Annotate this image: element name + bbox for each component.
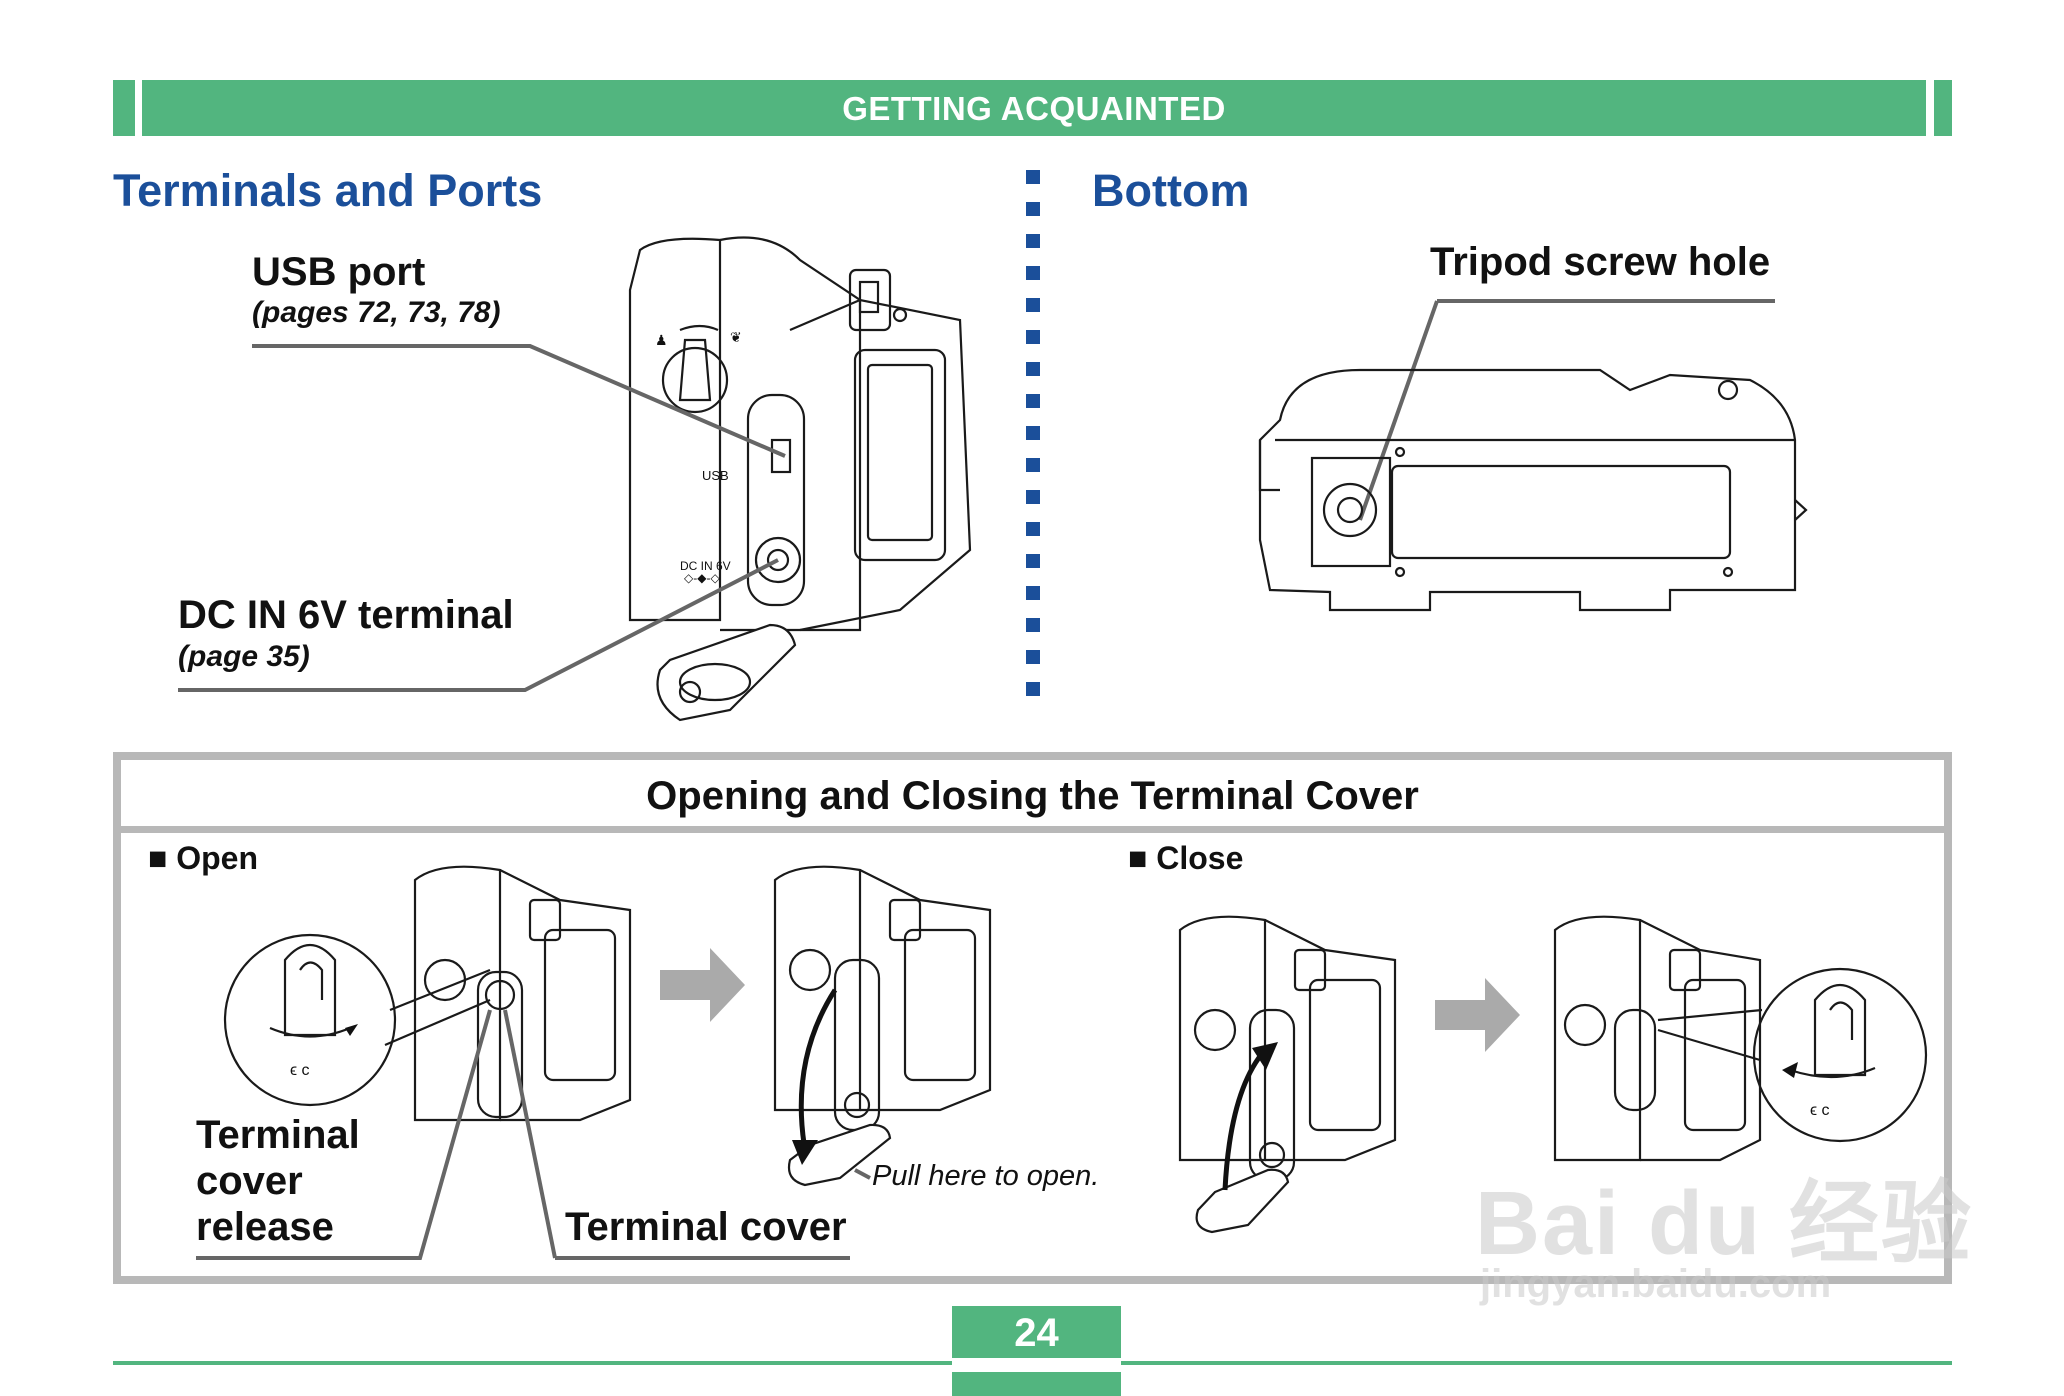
- camera-bottom-illustration: [1258, 368, 1808, 612]
- square-bullet-icon: ■: [148, 840, 168, 876]
- page-number-tab-lower: [952, 1372, 1121, 1396]
- camera-side-illustration: ♟ ❦ USB DC IN 6V ◇-◆-◇: [628, 236, 972, 722]
- watermark-url: jingyan.baidu.com: [1480, 1262, 1832, 1306]
- section-title-bottom: Bottom: [1092, 165, 1250, 216]
- dc-device-label: DC IN 6V: [680, 559, 731, 573]
- open-heading: ■ Open: [148, 840, 258, 877]
- terminal-cover-label: Terminal cover: [565, 1205, 847, 1249]
- dc-in-page-ref: (page 35): [178, 640, 310, 673]
- section-title-terminals: Terminals and Ports: [113, 165, 543, 216]
- chapter-title: GETTING ACQUAINTED: [842, 90, 1226, 127]
- panel-title: Opening and Closing the Terminal Cover: [646, 774, 1419, 818]
- close-heading: ■ Close: [1128, 840, 1243, 877]
- dc-in-label: DC IN 6V terminal: [178, 593, 514, 637]
- terminal-cover-panel: [113, 752, 1952, 1284]
- svg-text:❦: ❦: [730, 329, 742, 345]
- svg-text:◇-◆-◇: ◇-◆-◇: [684, 571, 720, 585]
- header-cap-right: [1934, 80, 1952, 136]
- pull-here-note: Pull here to open.: [872, 1160, 1100, 1192]
- svg-text:♟: ♟: [655, 332, 668, 348]
- cover-release-line-3: release: [196, 1205, 334, 1249]
- open-steps-illustration: ϵ ϲ: [223, 865, 992, 1187]
- cover-release-line-2: cover: [196, 1159, 303, 1203]
- open-heading-text: Open: [176, 840, 258, 876]
- watermark-logo: Bai du 经验: [1475, 1174, 1974, 1274]
- page-number: 24: [1014, 1311, 1059, 1355]
- close-heading-text: Close: [1156, 840, 1244, 876]
- header-bar: [142, 80, 1926, 136]
- panel-divider: [121, 826, 1944, 833]
- tripod-label: Tripod screw hole: [1430, 240, 1771, 284]
- page-number-gap: [952, 1358, 1121, 1372]
- cover-release-line-1: Terminal: [196, 1113, 360, 1157]
- usb-port-page-ref: (pages 72, 73, 78): [252, 296, 501, 329]
- close-steps-illustration: ϵ ϲ: [1178, 915, 1928, 1234]
- header-cap-left: [113, 80, 135, 136]
- svg-text:ϵ ϲ: ϵ ϲ: [1810, 1102, 1830, 1119]
- square-bullet-icon: ■: [1128, 840, 1148, 876]
- cover-release-label: Terminal cover release: [196, 1112, 360, 1250]
- svg-text:ϵ ϲ: ϵ ϲ: [290, 1062, 310, 1079]
- column-divider: [1026, 170, 1040, 696]
- usb-port-label: USB port: [252, 250, 426, 294]
- usb-device-label: USB: [702, 468, 729, 483]
